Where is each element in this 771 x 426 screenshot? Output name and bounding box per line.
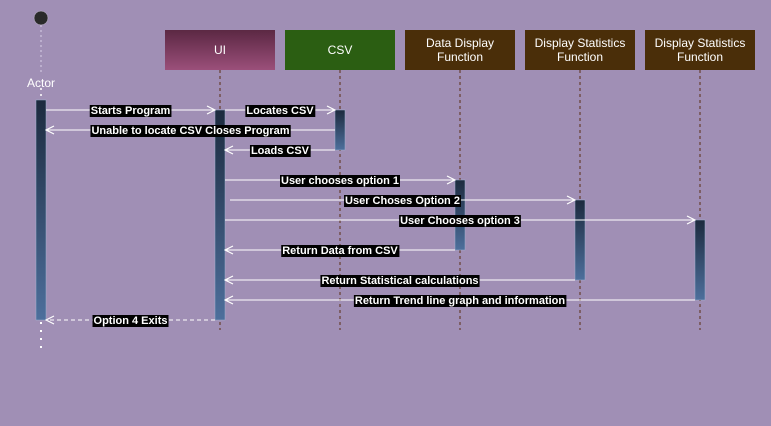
participant-label-data_display-1: Function: [437, 50, 483, 64]
participant-label-display_stats_1-0: Display Statistics: [535, 36, 626, 50]
message-label-bg-9: [320, 275, 480, 287]
message-9: Return Statistical calculations: [225, 275, 575, 287]
message-label-bg-5: [280, 175, 400, 187]
message-1: Starts Program: [46, 105, 215, 117]
message-label-bg-8: [281, 245, 400, 257]
activation-bar-ui: [214, 109, 226, 321]
message-label-bg-2: [245, 105, 316, 117]
participant-label-csv-0: CSV: [328, 43, 353, 57]
message-2: Locates CSV: [225, 105, 335, 117]
message-label-8: Return Data from CSV: [282, 245, 398, 257]
participant-csv: CSV: [285, 30, 395, 70]
actor-label: Actor: [27, 76, 55, 90]
participant-ui: UI: [165, 30, 275, 70]
participant-label-display_stats_2-0: Display Statistics: [655, 36, 746, 50]
message-label-9: Return Statistical calculations: [321, 275, 478, 287]
message-11: Option 4 Exits: [46, 315, 215, 327]
message-label-bg-4: [249, 145, 311, 157]
activation-bar-display_stats_2: [694, 219, 706, 301]
message-label-bg-1: [89, 105, 172, 117]
message-label-bg-6: [344, 195, 461, 207]
message-label-2: Locates CSV: [246, 105, 314, 117]
participant-box-display_stats_2: [645, 30, 755, 70]
participant-box-data_display: [405, 30, 515, 70]
message-4: Loads CSV: [225, 145, 335, 157]
message-10: Return Trend line graph and information: [225, 295, 695, 307]
message-7: User Chooses option 3: [225, 215, 695, 227]
actor-head-icon: [33, 10, 49, 26]
message-8: Return Data from CSV: [225, 245, 455, 257]
message-label-10: Return Trend line graph and information: [355, 295, 566, 307]
message-label-5: User chooses option 1: [281, 175, 399, 187]
participant-label-display_stats_1-1: Function: [557, 50, 603, 64]
participant-label-ui-0: UI: [214, 43, 226, 57]
message-label-3: Unable to locate CSV Closes Program: [91, 125, 289, 137]
participant-box-display_stats_1: [525, 30, 635, 70]
message-label-bg-7: [399, 215, 521, 227]
message-6: User Choses Option 2: [230, 195, 575, 207]
activation-bar-actor: [35, 99, 47, 321]
activation-bar-display_stats_1: [574, 199, 586, 281]
participant-label-display_stats_2-1: Function: [677, 50, 723, 64]
message-label-7: User Chooses option 3: [400, 215, 520, 227]
message-label-4: Loads CSV: [251, 145, 310, 157]
message-label-6: User Choses Option 2: [345, 195, 460, 207]
activation-bar-csv: [334, 109, 346, 151]
message-5: User chooses option 1: [225, 175, 455, 187]
message-label-bg-11: [92, 315, 169, 327]
message-label-bg-3: [90, 125, 291, 137]
message-label-1: Starts Program: [91, 105, 171, 117]
participant-label-data_display-0: Data Display: [426, 36, 494, 50]
message-label-bg-10: [353, 295, 567, 307]
participant-box-ui: [165, 30, 275, 70]
message-3: Unable to locate CSV Closes Program: [46, 125, 335, 137]
participant-box-csv: [285, 30, 395, 70]
message-label-11: Option 4 Exits: [94, 315, 168, 327]
